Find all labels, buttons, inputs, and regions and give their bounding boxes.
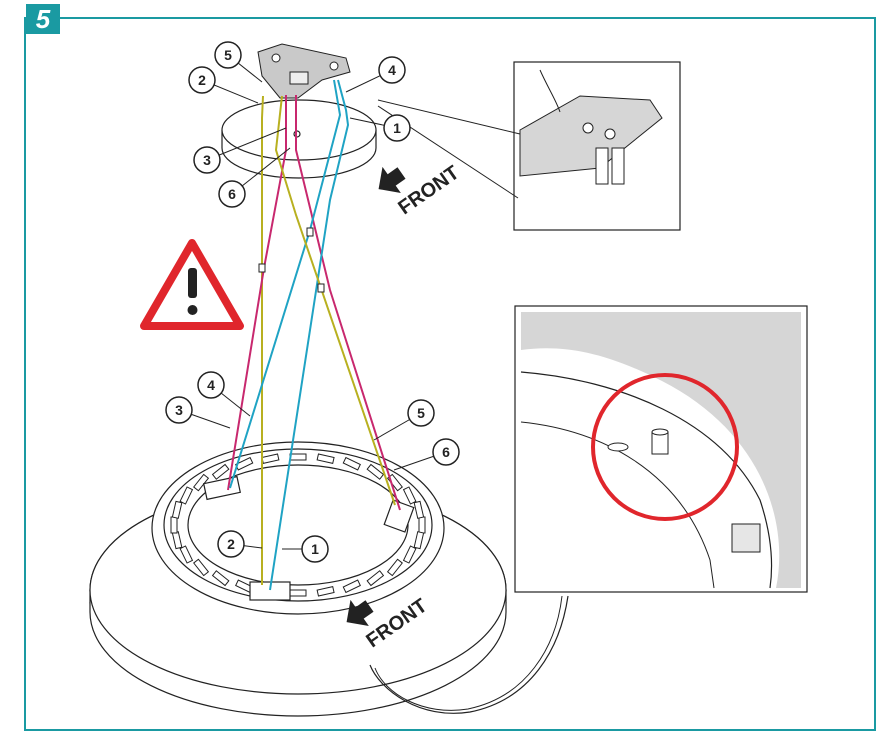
led-slot [342, 456, 361, 471]
led-slot [402, 486, 417, 505]
callout-number: 3 [175, 402, 183, 418]
callout-circle [197, 371, 225, 399]
step-number-badge: 5 [26, 4, 60, 34]
led-slot [342, 579, 361, 594]
callout-circle [188, 66, 216, 94]
front-label-top: FRONT [394, 162, 463, 220]
led-slot [366, 463, 385, 480]
callout-number: 6 [228, 186, 236, 202]
led-slot [402, 545, 417, 564]
callout-number: 6 [442, 444, 450, 460]
led-slot [316, 585, 335, 597]
step-frame [24, 17, 876, 731]
callout-number: 1 [311, 541, 319, 557]
warning-triangle-icon [140, 239, 244, 330]
callout-number: 5 [417, 405, 425, 421]
callout-circle [165, 396, 193, 424]
led-slot [413, 500, 425, 519]
callout-circle [193, 146, 221, 174]
front-arrow-icon: FRONT [378, 162, 463, 220]
callout-number: 2 [227, 536, 235, 552]
led-slot [171, 500, 183, 519]
lamp-body [89, 441, 507, 717]
led-slot [179, 545, 194, 564]
led-slot [418, 516, 426, 534]
wire-sleeves [258, 227, 325, 293]
power-cable [369, 595, 569, 714]
led-slot [386, 558, 403, 577]
led-slot [366, 570, 385, 587]
mounting-bracket [257, 43, 351, 99]
wires [227, 79, 401, 591]
callout-circle [378, 56, 406, 84]
led-slot [170, 516, 178, 534]
callout-circle [383, 114, 411, 142]
led-slot [316, 453, 335, 465]
led-slot [211, 463, 230, 480]
led-slot [211, 570, 230, 587]
callout-number: 2 [198, 72, 206, 88]
highlight-circle [591, 373, 739, 521]
callout-number: 1 [393, 120, 401, 136]
detail-view-bracket [377, 61, 681, 231]
callout-leader [206, 127, 287, 161]
callout-number: 5 [224, 47, 232, 63]
callout-number: 4 [207, 377, 215, 393]
led-slot [179, 486, 194, 505]
led-slot [289, 453, 307, 461]
callout-circle [432, 438, 460, 466]
callout-circle [217, 530, 245, 558]
led-slot [193, 558, 210, 577]
callout-circle [407, 399, 435, 427]
callout-number: 3 [203, 152, 211, 168]
callout-number: 4 [388, 62, 396, 78]
callout-circle [218, 180, 246, 208]
led-slot [289, 589, 307, 597]
callout-circle [301, 535, 329, 563]
detail-view-pin [514, 305, 808, 593]
led-slot [413, 531, 425, 550]
callout-circle [214, 41, 242, 69]
